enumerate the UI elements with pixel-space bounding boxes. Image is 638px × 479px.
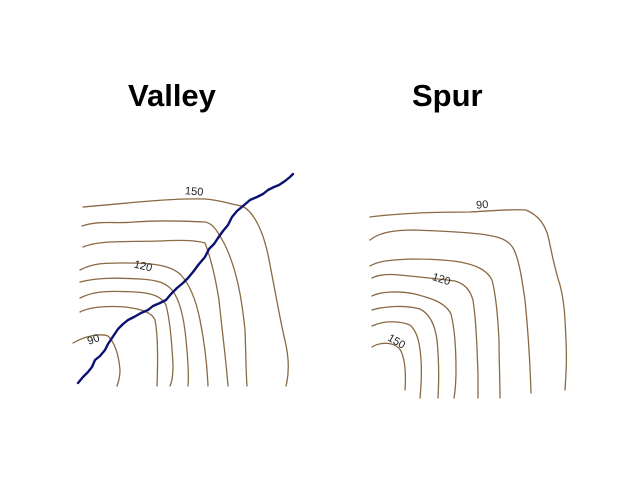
spur-contour-90 [369, 209, 568, 391]
valley-title: Valley [128, 78, 216, 113]
spur-contour-6 [371, 305, 440, 399]
spur-title: Spur [412, 78, 483, 113]
spur-contour-3 [369, 258, 501, 399]
valley-contour-120 [79, 262, 209, 387]
valley-contour-150 [82, 198, 289, 387]
valley-diagram: 150 120 90 [72, 172, 295, 387]
valley-contour-5 [79, 277, 190, 387]
spur-contour-7 [371, 321, 423, 399]
valley-contour-3 [82, 239, 229, 387]
valley-label-120: 120 [133, 258, 154, 274]
valley-label-90: 90 [86, 332, 102, 347]
valley-contour-6 [79, 290, 174, 387]
spur-contour-150 [371, 342, 407, 391]
spur-diagram: 90 120 150 [369, 199, 568, 399]
spur-contour-120 [371, 273, 479, 399]
spur-contour-5 [371, 291, 457, 399]
spur-label-90: 90 [476, 199, 489, 212]
valley-contour-2 [81, 220, 248, 387]
valley-contour-90 [72, 334, 121, 387]
spur-label-120: 120 [431, 271, 452, 288]
valley-contour-7 [79, 305, 159, 387]
valley-label-150: 150 [185, 185, 204, 198]
valley-stream-line [76, 172, 295, 385]
spur-contour-2 [369, 229, 532, 394]
spur-label-150: 150 [385, 332, 407, 352]
